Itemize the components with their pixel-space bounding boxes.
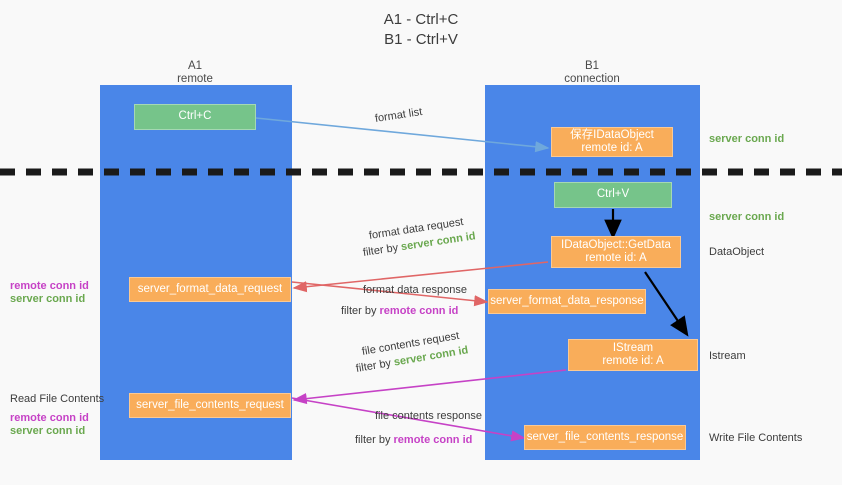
column-header-b1: B1 connection xyxy=(512,60,672,86)
title-line-2: B1 - Ctrl+V xyxy=(384,31,458,48)
box-server-format-data-response-label: server_format_data_response xyxy=(490,294,644,307)
box-istream-line1: IStream xyxy=(612,341,654,354)
box-getdata-line2: remote id: A xyxy=(585,252,647,264)
box-store-dataobject[interactable]: 保存IDataObject remote id: A xyxy=(551,127,673,157)
column-header-a1: A1 remote xyxy=(115,60,275,86)
label-file-contents-response: file contents response xyxy=(375,410,483,422)
box-istream-line2: remote id: A xyxy=(602,355,664,367)
right-label-istream: Istream xyxy=(709,350,746,362)
right-label-write-file-contents: Write File Contents xyxy=(709,432,803,444)
box-server-format-data-response[interactable]: server_format_data_response xyxy=(488,289,646,314)
left-label-server-conn-id-bottom: server conn id xyxy=(10,425,86,437)
box-server-file-contents-response-label: server_file_contents_response xyxy=(526,430,684,443)
column-header-b1-role: connection xyxy=(564,73,620,85)
label-format-data-response-filter-prefix: filter by xyxy=(341,305,380,317)
box-server-format-data-request-label: server_format_data_request xyxy=(137,282,283,295)
diagram-title: A1 - Ctrl+C B1 - Ctrl+V xyxy=(0,10,842,50)
label-file-contents-response-filter-value: remote conn id xyxy=(393,434,473,446)
box-server-file-contents-request[interactable]: server_file_contents_request xyxy=(129,393,291,418)
box-server-format-data-request[interactable]: server_format_data_request xyxy=(129,277,291,302)
left-label-read-file-contents: Read File Contents xyxy=(10,393,105,405)
right-label-dataobject: DataObject xyxy=(709,246,765,258)
box-getdata-line1: IDataObject::GetData xyxy=(561,238,671,251)
right-label-server-conn-id-mid: server conn id xyxy=(709,211,785,223)
box-ctrl-v[interactable]: Ctrl+V xyxy=(554,182,672,208)
column-header-a1-name: A1 xyxy=(187,60,203,72)
label-file-contents-response-filter: filter by remote conn id xyxy=(355,433,472,447)
label-format-data-response-filter: filter by remote conn id xyxy=(341,304,458,318)
box-ctrl-c-label: Ctrl+C xyxy=(178,110,212,123)
right-label-server-conn-id-top: server conn id xyxy=(709,133,785,145)
label-file-contents-request-filter-prefix: filter by xyxy=(355,356,395,375)
label-format-data-response: format data response xyxy=(363,284,467,296)
title-line-1: A1 - Ctrl+C xyxy=(383,11,459,28)
box-server-file-contents-response[interactable]: server_file_contents_response xyxy=(524,425,686,450)
left-label-remote-conn-id-mid: remote conn id xyxy=(10,280,89,292)
column-header-a1-role: remote xyxy=(177,73,213,85)
label-file-contents-response-filter-prefix: filter by xyxy=(355,434,394,446)
box-store-dataobject-line2: remote id: A xyxy=(581,142,643,154)
box-ctrl-c[interactable]: Ctrl+C xyxy=(134,104,256,130)
box-istream[interactable]: IStream remote id: A xyxy=(568,339,698,371)
left-label-remote-conn-id-bottom: remote conn id xyxy=(10,412,89,424)
label-format-data-request-filter-prefix: filter by xyxy=(362,241,402,259)
column-header-b1-name: B1 xyxy=(584,60,600,72)
box-ctrl-v-label: Ctrl+V xyxy=(596,188,630,201)
box-server-file-contents-request-label: server_file_contents_request xyxy=(136,398,284,411)
label-format-data-response-filter-value: remote conn id xyxy=(379,305,459,317)
label-format-list: format list xyxy=(374,106,424,125)
left-label-server-conn-id-mid: server conn id xyxy=(10,293,86,305)
box-idataobject-getdata[interactable]: IDataObject::GetData remote id: A xyxy=(551,236,681,268)
box-store-dataobject-line1: 保存IDataObject xyxy=(570,128,654,141)
